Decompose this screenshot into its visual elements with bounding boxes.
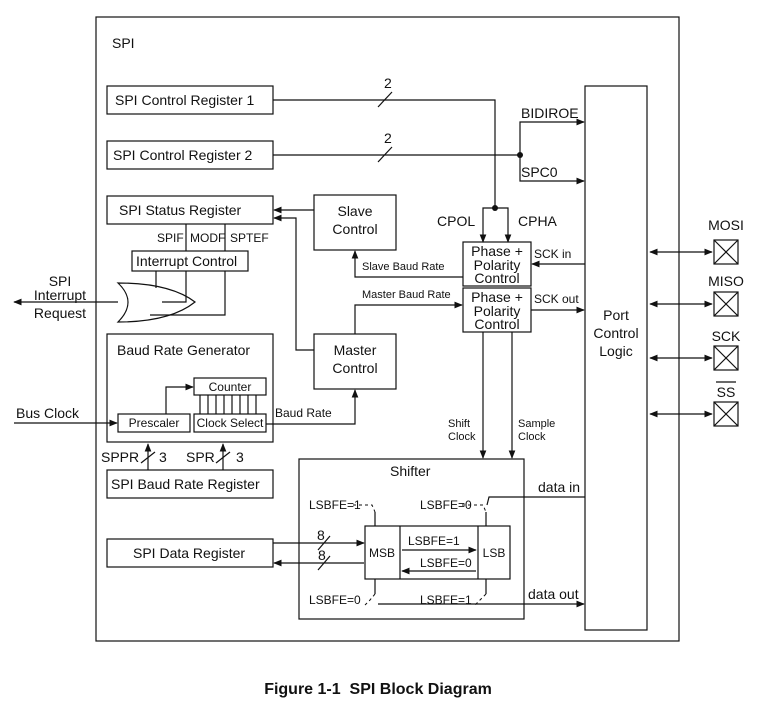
port-label-3: Logic (599, 343, 632, 359)
phase-out-label-2: Polarity (474, 303, 521, 319)
prescaler-label: Prescaler (129, 416, 180, 430)
status-register-label: SPI Status Register (119, 202, 242, 218)
phase-polarity-control-out (462, 287, 532, 333)
port-label-1: Port (603, 307, 629, 323)
lsbfe0-bottom-label: LSBFE=0 (309, 593, 361, 607)
phase-out-label-1: Phase + (471, 289, 523, 305)
status-register (106, 195, 274, 225)
cpol-label: CPOL (437, 213, 475, 229)
sck-label: SCK (712, 328, 741, 344)
data-bus-width-in: 8 (317, 527, 325, 543)
data-in-label: data in (538, 479, 580, 495)
port-control-logic (584, 85, 648, 631)
data-register (106, 538, 274, 568)
interrupt-label-3: Request (34, 305, 86, 321)
shift-clock-label-2: Clock (448, 431, 476, 443)
master-baud-rate-label: Master Baud Rate (362, 289, 451, 301)
spc0-label: SPC0 (521, 164, 558, 180)
prescaler-block (117, 413, 191, 433)
lsbfe0-top-label: LSBFE=0 (420, 498, 472, 512)
sptef-bit: SPTEF (230, 231, 269, 245)
slave-control-label-1: Slave (337, 203, 372, 219)
counter-bus (199, 395, 257, 414)
shifter-label: Shifter (390, 463, 431, 479)
mosi-label: MOSI (708, 217, 744, 233)
phase-in-label-1: Phase + (471, 243, 523, 259)
phase-in-label-3: Control (474, 270, 519, 286)
sck-out-label: SCK out (534, 292, 579, 306)
lsbfe1-bottom-label: LSBFE=1 (420, 593, 472, 607)
sck-pin: SCK (649, 328, 741, 371)
baud-rate-register-label: SPI Baud Rate Register (111, 476, 260, 492)
baud-rate-label: Baud Rate (275, 406, 332, 420)
port-label-2: Control (593, 325, 638, 341)
sck-in-label: SCK in (534, 247, 571, 261)
clock-select-label: Clock Select (197, 416, 264, 430)
baud-rate-generator-label: Baud Rate Generator (117, 342, 250, 358)
sample-clock-label-2: Clock (518, 431, 546, 443)
ss-pin: SS (649, 381, 739, 427)
clock-select-block (193, 413, 267, 433)
lsbfe1-inner-label: LSBFE=1 (408, 534, 460, 548)
modf-bit: MODF (190, 231, 225, 245)
baud-rate-register (106, 469, 274, 499)
spr-width: 3 (236, 449, 244, 465)
shift-register (364, 525, 511, 580)
sppr-width: 3 (159, 449, 167, 465)
control-register-2-label: SPI Control Register 2 (113, 147, 252, 163)
msb-label: MSB (369, 546, 395, 560)
sample-clock-label-1: Sample (518, 418, 555, 430)
figure-caption: Figure 1-1 SPI Block Diagram (264, 681, 492, 698)
interrupt-control (131, 250, 249, 272)
slave-control (313, 194, 397, 251)
phase-out-label-3: Control (474, 316, 519, 332)
interrupt-label-2: Interrupt (34, 287, 86, 303)
lsbfe0-inner-label: LSBFE=0 (420, 556, 472, 570)
master-control-label-2: Control (332, 360, 377, 376)
data-register-label: SPI Data Register (133, 545, 245, 561)
phase-polarity-control-in (462, 241, 532, 287)
lsb-label: LSB (483, 546, 506, 560)
bidiroe-label: BIDIROE (521, 105, 579, 121)
cr2-bus-width: 2 (384, 130, 392, 146)
master-control-label-1: Master (334, 342, 377, 358)
data-bus-width-out: 8 (318, 547, 326, 563)
slave-control-label-2: Control (332, 221, 377, 237)
sppr-label: SPPR (101, 449, 139, 465)
cpha-label: CPHA (518, 213, 558, 229)
spr-label: SPR (186, 449, 215, 465)
counter-label: Counter (209, 380, 252, 394)
counter-block (193, 377, 267, 396)
interrupt-control-label: Interrupt Control (136, 253, 237, 269)
control-register-1 (106, 85, 274, 115)
control-register-1-label: SPI Control Register 1 (115, 92, 254, 108)
shift-clock-label-1: Shift (448, 418, 470, 430)
mosi-pin: MOSI (649, 217, 744, 265)
cr1-bus-width: 2 (384, 75, 392, 91)
phase-in-label-2: Polarity (474, 257, 521, 273)
ss-label: SS (717, 384, 736, 400)
lsbfe1-top-label: LSBFE=1 (309, 498, 361, 512)
miso-pin: MISO (649, 273, 744, 317)
interrupt-label-1: SPI (49, 273, 72, 289)
spi-module-title: SPI (112, 35, 135, 51)
spif-bit: SPIF (157, 231, 184, 245)
data-out-label: data out (528, 586, 579, 602)
slave-baud-rate-label: Slave Baud Rate (362, 261, 445, 273)
control-register-2 (106, 140, 274, 170)
miso-label: MISO (708, 273, 744, 289)
master-control (313, 333, 397, 390)
bus-clock-label: Bus Clock (16, 405, 80, 421)
